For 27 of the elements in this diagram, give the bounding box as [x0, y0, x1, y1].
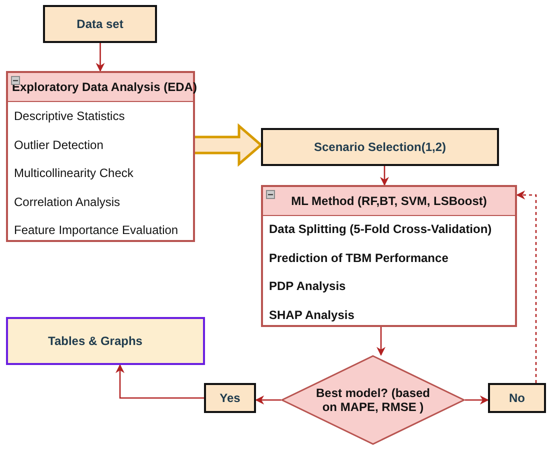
panel-title: Exploratory Data Analysis (EDA)	[12, 80, 197, 94]
list-item: Outlier Detection	[14, 138, 104, 152]
arrow	[376, 327, 386, 356]
arrow	[255, 396, 281, 404]
decision-text: Best model? (based on MAPE, RMSE )	[314, 386, 432, 414]
arrow	[96, 43, 105, 72]
list-item: Data Splitting (5-Fold Cross-Validation)	[269, 222, 492, 236]
block-arrow	[194, 123, 263, 167]
process-box: Scenario Selection(1,2)	[261, 128, 499, 166]
process-box: Data set	[43, 5, 157, 43]
list-panel	[261, 185, 517, 327]
dashed-arrow	[516, 190, 537, 383]
arrow	[380, 166, 389, 186]
process-box: Tables & Graphs	[6, 317, 205, 365]
process-box: Yes	[204, 383, 256, 413]
list-item: PDP Analysis	[269, 279, 346, 293]
arrow	[116, 364, 204, 399]
list-item: Correlation Analysis	[14, 195, 120, 209]
list-item: Prediction of TBM Performance	[269, 251, 448, 265]
arrow	[465, 396, 489, 404]
list-item: SHAP Analysis	[269, 308, 354, 322]
list-item: Feature Importance Evaluation	[14, 223, 178, 237]
list-item: Descriptive Statistics	[14, 109, 125, 123]
process-box: No	[488, 383, 546, 413]
panel-title: ML Method (RF,BT, SVM, LSBoost)	[291, 194, 487, 208]
list-panel	[6, 71, 195, 242]
list-item: Multicollinearity Check	[14, 166, 134, 180]
